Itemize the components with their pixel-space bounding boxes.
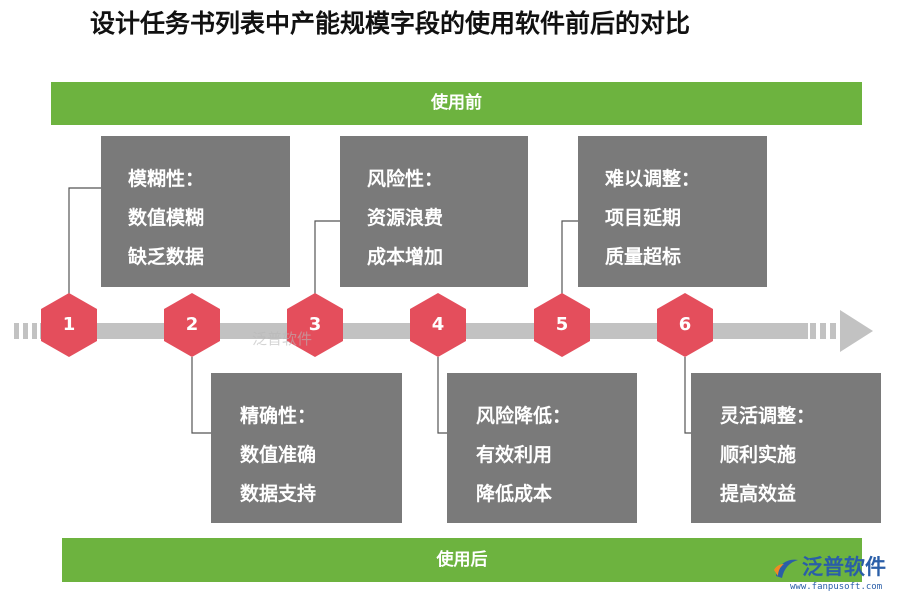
logo-name: 泛普软件 xyxy=(802,555,886,579)
step-line: 资源浪费 xyxy=(367,207,444,229)
step-line: 顺利实施 xyxy=(720,444,797,466)
step-heading: 风险性： xyxy=(367,168,444,190)
step-heading: 灵活调整： xyxy=(720,405,816,427)
step-line: 数值模糊 xyxy=(128,207,205,229)
hexagon-2 xyxy=(164,293,220,357)
step-heading: 难以调整： xyxy=(605,168,701,190)
connector-2 xyxy=(191,357,211,434)
hexagon-4 xyxy=(410,293,466,357)
connector-4 xyxy=(437,357,447,434)
step-number-5: 5 xyxy=(555,314,569,335)
hexagon-3 xyxy=(287,293,343,357)
after-band: 使用后 xyxy=(62,538,862,582)
step-box-5: 难以调整： 项目延期 质量超标 xyxy=(578,136,767,287)
step-heading: 精确性： xyxy=(240,405,317,427)
connector-lines xyxy=(68,187,691,434)
step-number-4: 4 xyxy=(431,314,445,335)
step-line: 有效利用 xyxy=(476,444,553,466)
step-box-3: 风险性： 资源浪费 成本增加 xyxy=(340,136,528,287)
step-number-3: 3 xyxy=(308,314,322,335)
step-box-4: 风险降低： 有效利用 降低成本 xyxy=(447,373,637,523)
connector-6 xyxy=(684,357,691,434)
step-line: 质量超标 xyxy=(605,246,682,268)
step-line: 数据支持 xyxy=(240,483,317,505)
step-box-2: 精确性： 数值准确 数据支持 xyxy=(211,373,402,523)
step-box-1: 模糊性： 数值模糊 缺乏数据 xyxy=(101,136,290,287)
connector-1 xyxy=(68,187,101,294)
page-title: 设计任务书列表中产能规模字段的使用软件前后的对比 xyxy=(90,9,691,38)
before-band: 使用前 xyxy=(51,82,862,125)
watermark: 泛普软件 xyxy=(252,330,313,348)
step-line: 降低成本 xyxy=(476,483,553,505)
step-box-6: 灵活调整： 顺利实施 提高效益 xyxy=(691,373,881,523)
step-line: 数值准确 xyxy=(240,444,317,466)
step-heading: 风险降低： xyxy=(476,405,572,427)
step-number-6: 6 xyxy=(678,314,692,335)
step-hexagons xyxy=(41,293,713,357)
hexagon-6 xyxy=(657,293,713,357)
connector-3 xyxy=(314,220,340,294)
step-line: 提高效益 xyxy=(720,483,797,505)
brand-logo: 泛普软件 www.fanpusoft.com xyxy=(772,552,892,596)
connector-5 xyxy=(561,220,578,294)
step-line: 项目延期 xyxy=(605,207,682,229)
step-number-1: 1 xyxy=(62,314,76,335)
step-number-2: 2 xyxy=(185,314,199,335)
hexagon-1 xyxy=(41,293,97,357)
logo-icon xyxy=(774,559,798,578)
step-heading: 模糊性： xyxy=(128,168,205,190)
step-line: 成本增加 xyxy=(367,246,444,268)
step-line: 缺乏数据 xyxy=(128,246,205,268)
logo-url: www.fanpusoft.com xyxy=(790,582,883,592)
hexagon-5 xyxy=(534,293,590,357)
